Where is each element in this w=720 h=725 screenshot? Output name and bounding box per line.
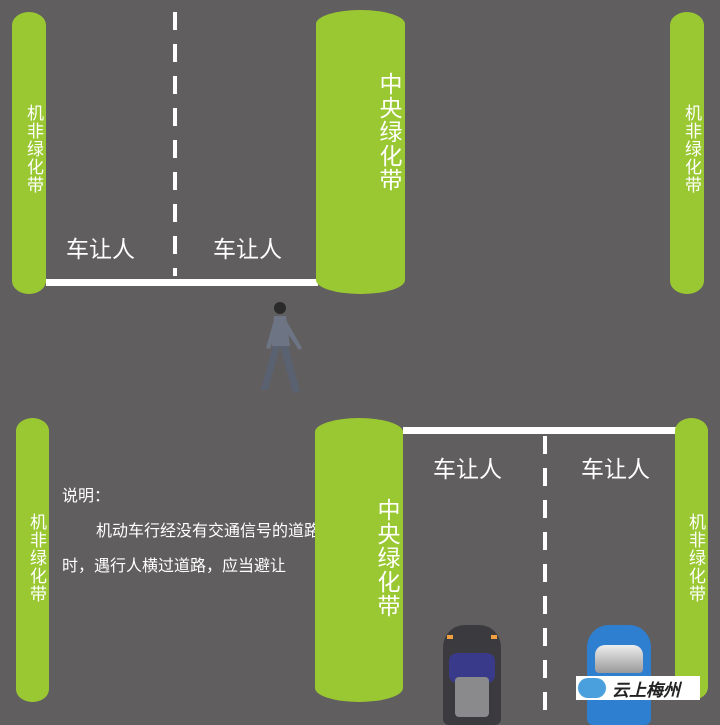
belt-label: 机非绿化带	[681, 104, 701, 194]
bike-lane-green-belt-top-right: 机非绿化带	[670, 12, 704, 294]
median-green-belt-bottom: 中央绿化带	[315, 418, 403, 702]
median-label: 中央绿化带	[375, 72, 401, 192]
lane-divider-dashed-bottom	[543, 436, 547, 720]
bike-lane-green-belt-bottom-right: 机非绿化带	[675, 418, 708, 700]
bike-lane-green-belt-top-left: 机非绿化带	[12, 12, 46, 294]
blue-car-icon	[587, 625, 651, 725]
dark-car-icon	[443, 625, 501, 725]
yield-label: 车让人	[213, 237, 282, 263]
yield-label: 车让人	[581, 457, 650, 483]
watermark-logo: 云上梅州	[576, 676, 700, 701]
median-label: 中央绿化带	[373, 498, 399, 618]
watermark-text: 云上梅州	[612, 680, 680, 701]
explanation-note: 说明： 机动车行经没有交通信号的道路时，遇行人横过道路，应当避让	[62, 478, 322, 583]
cloud-logo-icon	[578, 678, 606, 698]
median-green-belt-top: 中央绿化带	[316, 10, 405, 294]
pedestrian-icon	[261, 302, 302, 393]
belt-label: 机非绿化带	[23, 104, 43, 194]
note-body: 机动车行经没有交通信号的道路时，遇行人横过道路，应当避让	[62, 521, 321, 575]
bike-lane-green-belt-bottom-left: 机非绿化带	[16, 418, 49, 702]
belt-label: 机非绿化带	[685, 513, 705, 603]
yield-label: 车让人	[66, 237, 135, 263]
belt-label: 机非绿化带	[26, 513, 46, 603]
lane-divider-dashed-top	[173, 12, 177, 276]
yield-label: 车让人	[433, 457, 502, 483]
note-title: 说明：	[62, 486, 111, 505]
stop-line-bottom	[403, 427, 677, 434]
stop-line-top	[46, 279, 318, 286]
